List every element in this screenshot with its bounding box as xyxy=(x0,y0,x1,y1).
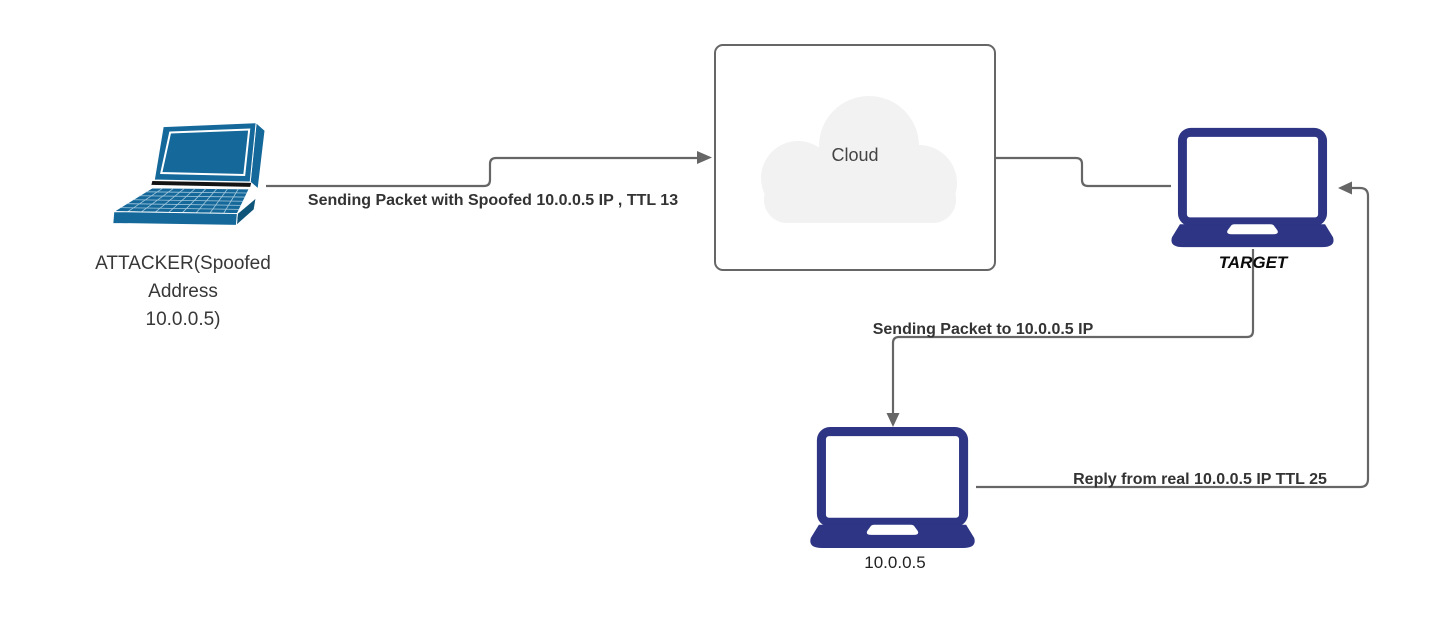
attacker-label-line1: ATTACKER(Spoofed xyxy=(95,253,271,274)
attacker-label: ATTACKER(Spoofed Address 10.0.0.5) xyxy=(78,250,288,334)
edge-attacker-to-cloud xyxy=(266,151,712,188)
cloud-label: Cloud xyxy=(831,145,879,165)
edge-label-target-to-real-host: Sending Packet to 10.0.0.5 IP xyxy=(872,321,1094,338)
edge-label-attacker-to-cloud: Sending Packet with Spoofed 10.0.0.5 IP … xyxy=(307,192,679,209)
arrowhead-down-icon xyxy=(886,413,900,427)
real-host-label: 10.0.0.5 xyxy=(864,553,926,572)
cloud-container: Cloud xyxy=(714,44,996,271)
cloud-icon xyxy=(761,96,957,223)
attacker-label-line3: 10.0.0.5) xyxy=(145,309,221,330)
arrowhead-left-icon xyxy=(1338,181,1352,195)
target-laptop-icon xyxy=(1171,127,1334,248)
edge-target-to-real-host xyxy=(886,249,1255,427)
arrowhead-right-icon xyxy=(697,151,712,164)
real-host-laptop-icon xyxy=(810,427,975,548)
edge-real-host-to-target xyxy=(976,181,1370,489)
attacker-label-line2: Address xyxy=(148,281,218,302)
attacker-laptop-3d-icon xyxy=(112,122,266,227)
edge-cloud-to-target xyxy=(996,156,1171,188)
edge-label-real-host-to-target: Reply from real 10.0.0.5 IP TTL 25 xyxy=(1073,471,1327,488)
target-label: TARGET xyxy=(1218,253,1288,272)
